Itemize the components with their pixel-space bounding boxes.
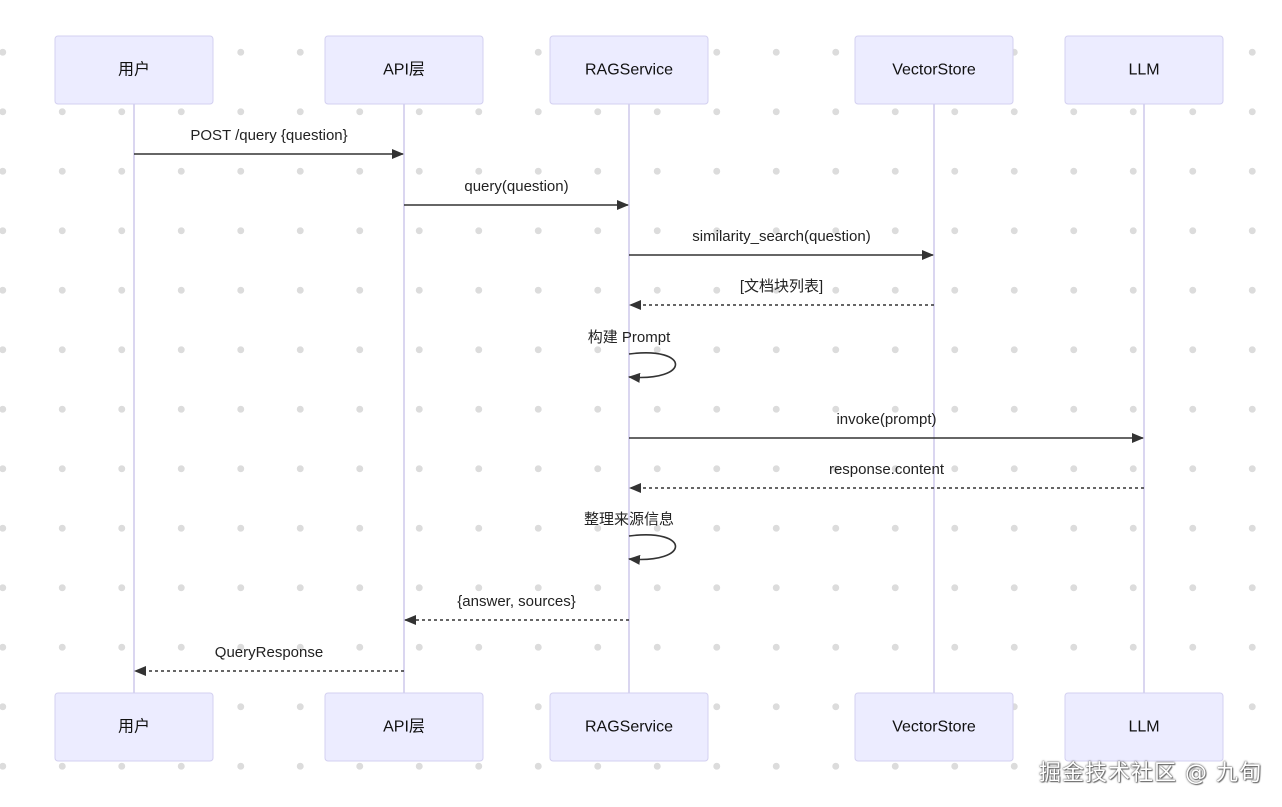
participant-label: VectorStore: [892, 719, 976, 736]
participant-api-bottom: API层: [324, 692, 484, 762]
self-message-arrow: [628, 352, 677, 383]
message-label: query(question): [464, 178, 568, 195]
message-label: invoke(prompt): [836, 411, 936, 428]
participant-box: [854, 692, 1014, 762]
participant-label: 用户: [118, 61, 150, 79]
participant-box: [549, 35, 709, 105]
participant-label: LLM: [1128, 62, 1159, 79]
participant-label: RAGService: [585, 62, 673, 79]
message-5: 构建 Prompt: [588, 329, 677, 383]
participant-label: RAGService: [585, 719, 673, 736]
participant-label: API层: [383, 719, 425, 736]
participant-label: API层: [383, 62, 425, 79]
participant-label: VectorStore: [892, 62, 976, 79]
message-3: similarity_search(question): [629, 228, 934, 260]
participant-box: [1064, 35, 1224, 105]
participant-label: 用户: [118, 718, 150, 736]
lifelines: [133, 104, 1145, 693]
message-1: POST /query {question}: [134, 127, 404, 159]
message-8: 整理来源信息: [584, 511, 677, 565]
participant-user-top: 用户: [54, 35, 214, 105]
self-message-arrow: [628, 534, 677, 565]
message-label: POST /query {question}: [190, 127, 347, 144]
message-4: [文档块列表]: [629, 278, 934, 310]
participant-rag-top: RAGService: [549, 35, 709, 105]
participant-rag-bottom: RAGService: [549, 692, 709, 762]
message-6: invoke(prompt): [629, 411, 1144, 443]
message-2: query(question): [404, 178, 629, 210]
participant-box: [1064, 692, 1224, 762]
participant-api-top: API层: [324, 35, 484, 105]
participant-box: [54, 35, 214, 105]
message-label: similarity_search(question): [692, 228, 870, 245]
message-label: response.content: [829, 461, 945, 478]
participant-box: [549, 692, 709, 762]
message-7: response.content: [629, 461, 1144, 493]
participant-user-bottom: 用户: [54, 692, 214, 762]
participants-bottom: 用户 API层 RAGService VectorStore LLM: [54, 692, 1224, 762]
participant-llm-bottom: LLM: [1064, 692, 1224, 762]
participant-box: [854, 35, 1014, 105]
message-label: 整理来源信息: [584, 511, 674, 528]
participant-vector-bottom: VectorStore: [854, 692, 1014, 762]
participant-llm-top: LLM: [1064, 35, 1224, 105]
participant-box: [324, 35, 484, 105]
message-label: [文档块列表]: [740, 278, 823, 295]
message-label: {answer, sources}: [457, 593, 575, 610]
participant-box: [324, 692, 484, 762]
participant-vector-top: VectorStore: [854, 35, 1014, 105]
participants-top: 用户 API层 RAGService VectorStore LLM: [54, 35, 1224, 105]
participant-box: [54, 692, 214, 762]
message-9: {answer, sources}: [404, 593, 629, 625]
message-label: QueryResponse: [215, 644, 323, 661]
message-label: 构建 Prompt: [588, 329, 671, 346]
participant-label: LLM: [1128, 719, 1159, 736]
messages: POST /query {question} query(question) sim…: [134, 127, 1144, 676]
watermark: 掘金技术社区 @ 九旬: [1039, 761, 1262, 786]
message-10: QueryResponse: [134, 644, 404, 676]
